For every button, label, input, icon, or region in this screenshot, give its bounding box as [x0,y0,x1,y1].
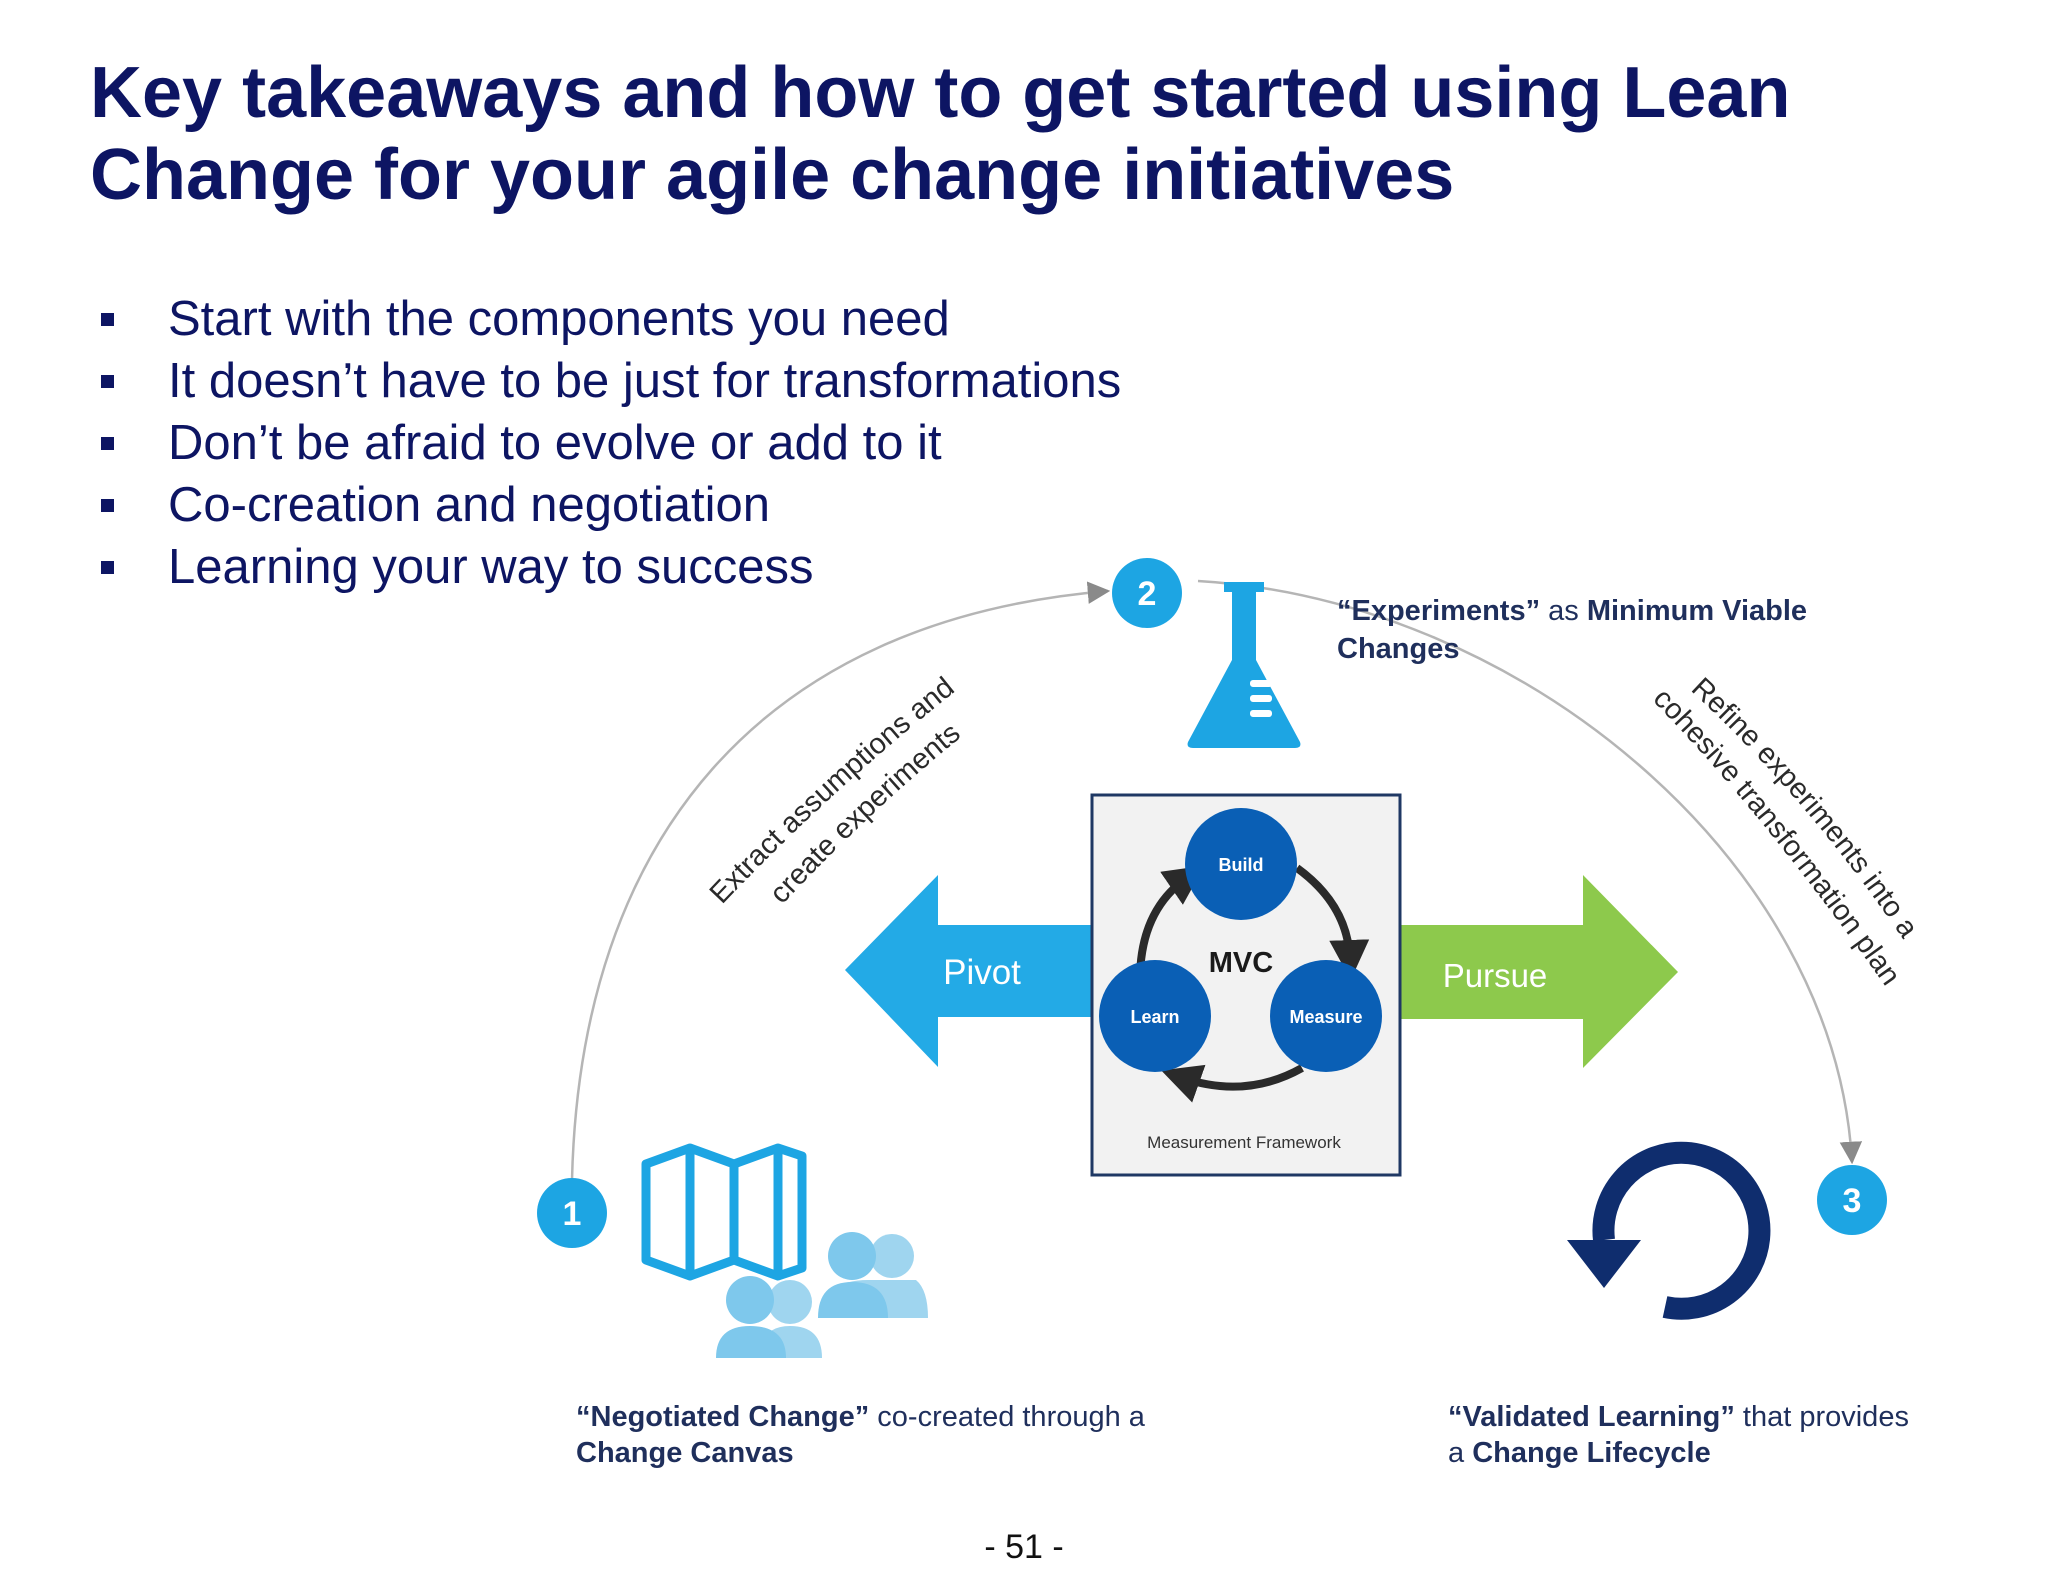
flask-icon [1187,582,1301,748]
left-connector-arc [570,581,1111,1181]
cycle-arrow-measure-learn [1161,1064,1304,1103]
bullet-text: It doesn’t have to be just for transform… [168,354,1122,408]
page-number: - 51 - [984,1528,1064,1566]
validated-line2-bold: Change Lifecycle [1472,1437,1711,1469]
pursue-label: Pursue [1443,957,1548,994]
measure-circle [1270,960,1382,1072]
negotiated-quote: “Negotiated Change” [576,1401,869,1433]
mvc-center-label: MVC [1209,947,1274,979]
measure-label: Measure [1289,1007,1362,1027]
map-icon [641,1143,807,1281]
experiments-caption-line-1: “Experiments” as Minimum Viable [1337,595,1807,627]
validated-quote: “Validated Learning” [1448,1401,1735,1433]
learn-label: Learn [1130,1007,1179,1027]
right-connector-arc [1197,579,1863,1165]
bullet-item: Co-creation and negotiation [98,474,1121,536]
bullet-marker [101,375,114,388]
negotiated-caption-line-1: “Negotiated Change” co-created through a [576,1401,1146,1433]
step-2-badge: 2 [1112,558,1182,628]
negotiated-caption-line-2: Change Canvas [576,1437,794,1469]
step-3-number: 3 [1843,1182,1862,1220]
bullet-text: Co-creation and negotiation [168,478,771,532]
validated-caption-line-2: a Change Lifecycle [1448,1437,1711,1469]
validated-connector: that provides [1735,1401,1909,1433]
learn-circle [1099,960,1211,1072]
negotiated-connector: co-created through a [869,1401,1146,1433]
pivot-arrow: Pivot [845,875,1100,1067]
experiments-caption-line-2: Changes [1337,633,1459,665]
bullet-marker [101,313,114,326]
bullet-item: Don’t be afraid to evolve or add to it [98,412,1121,474]
bullet-item: It doesn’t have to be just for transform… [98,350,1121,412]
experiments-connector: as [1540,595,1587,627]
pivot-label: Pivot [943,953,1021,992]
step-1-badge: 1 [537,1178,607,1248]
step-3-badge: 3 [1817,1165,1887,1235]
mvc-box: Build Learn Measure MVC Measurement Fram… [1090,793,1402,1177]
bullet-text: Don’t be afraid to evolve or add to it [168,416,942,470]
validated-caption-line-1: “Validated Learning” that provides [1448,1401,1909,1433]
pursue-arrow: Pursue [1390,875,1678,1068]
bullet-item: Learning your way to success [98,536,1121,598]
slide-title-line-1: Key takeaways and how to get started usi… [90,53,1791,133]
build-label: Build [1219,855,1264,875]
bullet-marker [101,499,114,512]
bullet-text: Start with the components you need [168,292,950,346]
step-2-number: 2 [1138,575,1157,613]
measurement-framework-label: Measurement Framework [1147,1133,1341,1152]
cycle-arrow-build-measure [1294,864,1370,980]
experiments-quote: “Experiments” [1337,595,1540,627]
bullet-item: Start with the components you need [98,288,1121,350]
refresh-cycle-icon [1567,1141,1771,1320]
bullet-marker [101,437,114,450]
bullet-text: Learning your way to success [168,540,814,594]
build-circle [1185,808,1297,920]
validated-line2-prefix: a [1448,1437,1472,1469]
slide-title-line-2: Change for your agile change initiatives [90,135,1455,215]
step-1-number: 1 [563,1195,582,1233]
takeaway-bullet-list: Start with the components you need It do… [98,288,1121,598]
people-group-icon [716,1232,928,1358]
arc-label-right-line-2: cohesive transformation plan [1647,682,1906,991]
slide-title: Key takeaways and how to get started usi… [90,52,1890,216]
arc-label-right-line-1: Refine experiments into a [1685,672,1924,945]
bullet-marker [101,561,114,574]
arc-label-left-line-1: Extract assumptions and [704,671,961,910]
experiments-bold: Minimum Viable [1587,595,1807,627]
